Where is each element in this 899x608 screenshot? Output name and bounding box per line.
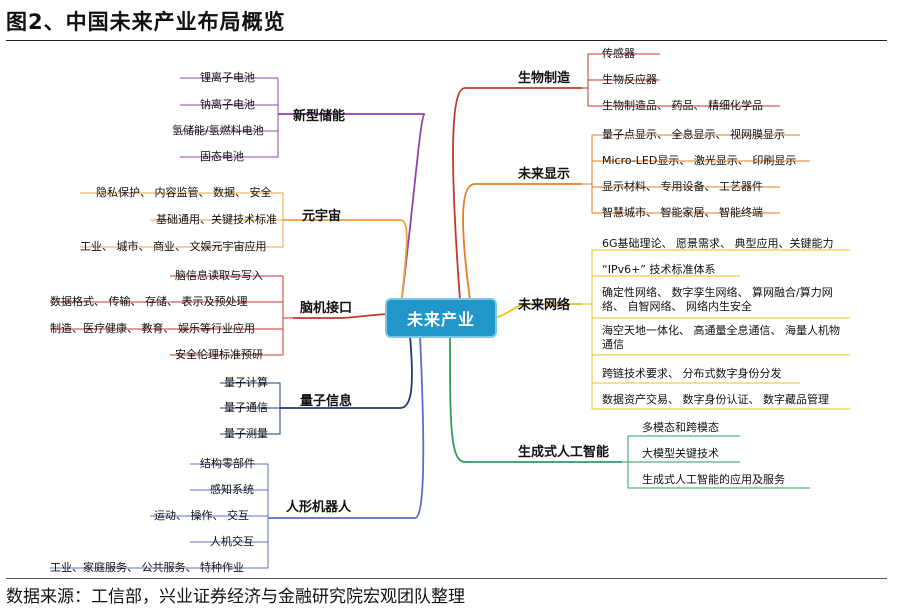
source-note: 数据来源：工信部，兴业证券经济与金融研究院宏观团队整理 [6,587,465,607]
leaf-quantum-communication: 量子通信 [224,401,268,414]
branch-future-display: 未来显示 [518,167,571,182]
leaf-humanoid-applications: 工业、家庭服务、 公共服务、 特种作业 [50,561,244,574]
leaf-display-smart-city: 智慧城市、 智能家居、 智能终端 [602,206,763,219]
branch-quantum: 量子信息 [300,394,353,409]
leaf-humanoid-hci: 人机交互 [210,535,254,548]
leaf-genai-applications: 生成式人工智能的应用及服务 [642,473,785,486]
leaf-genai-large-models: 大模型关键技术 [642,447,719,460]
source-rule [6,578,887,579]
leaf-humanoid-perception: 感知系统 [210,483,254,496]
leaf-hydrogen-storage: 氢储能/氢燃料电池 [172,124,264,137]
leaf-display-microled: Micro-LED显示、 激光显示、 印刷显示 [602,154,797,167]
branch-biomanufacturing: 生物制造 [518,71,571,86]
connector-lines [50,53,850,569]
leaf-network-deterministic: 确定性网络、 数字孪生网络、 算网融合/算力网络、 自智网络、 网络内生安全 [602,286,833,313]
leaf-metaverse-privacy: 隐私保护、 内容监管、 数据、 安全 [96,186,272,199]
leaf-display-materials: 显示材料、 专用设备、 工艺器件 [602,180,763,193]
leaf-bci-industry: 制造、医疗健康、 教育、 娱乐等行业应用 [50,322,255,335]
center-node: 未来产业 [387,300,495,336]
leaf-bci-ethics: 安全伦理标准预研 [175,348,263,361]
leaf-network-ipv6: “IPv6+” 技术标准体系 [602,263,716,276]
leaf-bci-read-write: 脑信息读取与写入 [175,269,263,282]
title-rule [6,40,887,41]
leaf-quantum-computing: 量子计算 [224,376,268,389]
leaf-network-data-assets: 数据资产交易、 数字身份认证、 数字藏品管理 [602,393,829,406]
branch-metaverse: 元宇宙 [302,209,342,224]
leaf-bio-reactor: 生物反应器 [602,73,657,86]
leaf-bci-data: 数据格式、 传输、 存储、 表示及预处理 [50,295,248,308]
leaf-network-6g: 6G基础理论、 愿景需求、 典型应用、关键能力 [602,237,834,250]
leaf-bio-products: 生物制造品、 药品、 精细化学品 [602,99,763,112]
leaf-humanoid-motion: 运动、 操作、 交互 [154,509,249,522]
leaf-metaverse-standards: 基础通用、关键技术标准 [156,213,277,226]
leaf-display-quantum-dot: 量子点显示、 全息显示、 视网膜显示 [602,128,785,141]
leaf-network-space-air: 海空天地一体化、 高通量全息通信、 海量人机物通信 [602,324,840,351]
leaf-sodium-battery: 钠离子电池 [200,98,255,111]
branch-genai: 生成式人工智能 [518,445,610,460]
leaf-quantum-measurement: 量子测量 [224,427,268,440]
mind-map: 未来产业 新型储能 锂离子电池 钠离子电池 氢储能/氢燃料电池 固态电池 元宇宙… [20,44,886,574]
leaf-bio-sensor: 传感器 [602,47,635,60]
branch-new-energy-storage: 新型储能 [293,109,346,124]
branch-humanoid: 人形机器人 [286,500,352,515]
leaf-humanoid-components: 结构零部件 [200,457,255,470]
figure-title: 图2、中国未来产业布局概览 [6,10,286,34]
leaf-genai-multimodal: 多模态和跨模态 [642,421,719,434]
leaf-solid-state-battery: 固态电池 [200,150,244,163]
leaf-network-cross-chain: 跨链技术要求、 分布式数字身份分发 [602,367,782,380]
branch-future-network: 未来网络 [518,298,571,313]
branch-bci: 脑机接口 [300,301,353,316]
leaf-metaverse-applications: 工业、 城市、 商业、 文娱元宇宙应用 [80,240,267,253]
leaf-lithium-battery: 锂离子电池 [200,71,255,84]
